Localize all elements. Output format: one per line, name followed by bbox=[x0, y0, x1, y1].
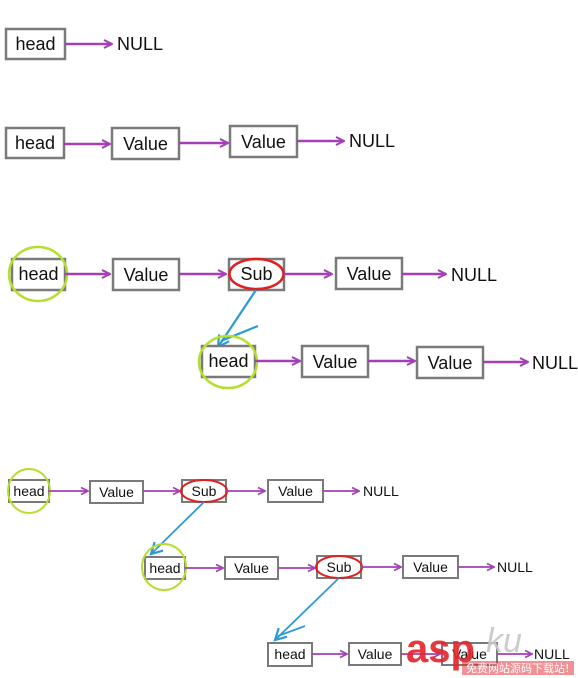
value-label: Value bbox=[124, 265, 169, 285]
sub-label: Sub bbox=[240, 264, 272, 284]
null-label: NULL bbox=[451, 265, 497, 285]
sub-label: Sub bbox=[327, 559, 352, 575]
head-label: head bbox=[149, 560, 180, 576]
value-label: Value bbox=[234, 560, 269, 576]
diagram-row-3: head Value Sub Value NULL head Value Val… bbox=[7, 245, 578, 390]
sub-list-link-arrow bbox=[218, 289, 257, 347]
null-label: NULL bbox=[532, 353, 578, 373]
value-label: Value bbox=[358, 646, 393, 662]
value-node bbox=[228, 124, 299, 159]
sub-list-link-stroke bbox=[220, 324, 259, 343]
value-label: Value bbox=[123, 134, 168, 154]
value-node bbox=[111, 257, 181, 292]
watermark-sub: 免费网站源码下载站! bbox=[466, 661, 569, 675]
watermark: asp ku 免费网站源码下载站! bbox=[406, 622, 574, 675]
diagram-row-1: head NULL bbox=[4, 27, 163, 61]
value-label: Value bbox=[278, 483, 313, 499]
value-label: Value bbox=[99, 484, 134, 500]
value-label: Value bbox=[452, 646, 487, 662]
value-node bbox=[110, 126, 181, 161]
value-label: Value bbox=[413, 559, 448, 575]
value-label: Value bbox=[313, 352, 358, 372]
head-label: head bbox=[15, 34, 55, 54]
null-label: NULL bbox=[363, 483, 399, 499]
watermark-brand-suffix: ku bbox=[486, 622, 522, 660]
watermark-sub-bg bbox=[462, 661, 574, 675]
head-label: head bbox=[15, 133, 55, 153]
head-label: head bbox=[13, 483, 44, 499]
value-label: Value bbox=[241, 132, 286, 152]
null-label: NULL bbox=[117, 34, 163, 54]
null-label: NULL bbox=[497, 559, 533, 575]
sub-highlight-circle bbox=[228, 257, 285, 291]
head-label: head bbox=[208, 351, 248, 371]
sub-list-link-stroke bbox=[277, 625, 306, 637]
value-label: Value bbox=[428, 353, 473, 373]
value-label: Value bbox=[347, 264, 392, 284]
diagram-row-4: head Value Sub Value NULL head Value Sub… bbox=[7, 468, 570, 667]
head-label: head bbox=[274, 646, 305, 662]
head-highlight-circle bbox=[141, 543, 187, 591]
value-node bbox=[415, 345, 485, 380]
sub-list-link-arrow bbox=[275, 577, 340, 640]
sub-list-link-arrow bbox=[151, 501, 205, 554]
diagram-row-2: head Value Value NULL bbox=[4, 124, 395, 161]
null-label: NULL bbox=[349, 131, 395, 151]
null-label: NULL bbox=[534, 646, 570, 662]
sub-label: Sub bbox=[192, 483, 217, 499]
head-node bbox=[200, 344, 257, 379]
head-node bbox=[4, 27, 67, 61]
value-node bbox=[89, 480, 144, 504]
head-label: head bbox=[18, 264, 58, 284]
